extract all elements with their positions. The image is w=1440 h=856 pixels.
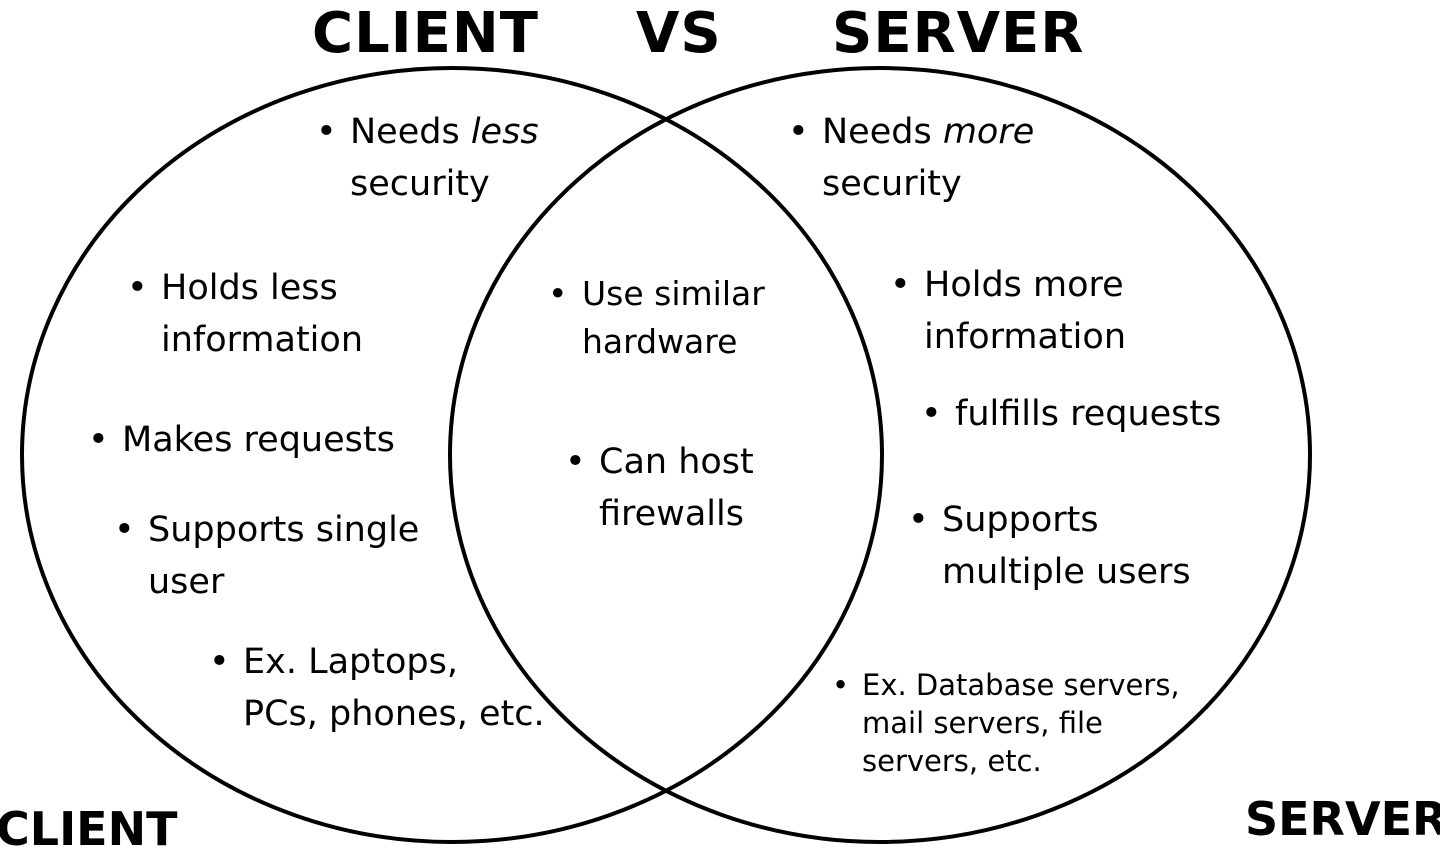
bullet-icon: • — [114, 510, 135, 550]
title-server: SERVER — [832, 1, 1085, 66]
server-supports-item: • Supports multiple users — [908, 494, 1191, 598]
client-security-text: Needs — [350, 112, 471, 152]
bullet-icon: • — [316, 112, 337, 152]
bullet-icon: • — [908, 500, 929, 540]
server-fulfills-item: • fulfills requests — [921, 388, 1222, 440]
client-supports-line1: Supports single — [148, 510, 420, 550]
server-examples-item: • Ex. Database servers, mail servers, fi… — [832, 666, 1180, 780]
bullet-icon: • — [127, 268, 148, 308]
server-holds-item: • Holds more information — [890, 259, 1127, 363]
server-examples-line3: servers, etc. — [862, 744, 1042, 778]
bullet-icon: • — [788, 112, 809, 152]
title-vs: VS — [636, 1, 722, 66]
both-hardware-line1: Use similar — [582, 274, 765, 313]
client-requests-line1: Makes requests — [122, 420, 395, 460]
client-supports-line2: user — [148, 562, 225, 602]
bullet-icon: • — [921, 394, 942, 434]
server-supports-line1: Supports — [942, 500, 1099, 540]
server-examples-line1: Ex. Database servers, — [862, 668, 1180, 702]
client-security-item: • Needs less security — [316, 106, 539, 210]
bullet-icon: • — [890, 265, 911, 305]
server-security-emphasis: more — [942, 112, 1035, 152]
client-examples-line2: PCs, phones, etc. — [243, 694, 545, 734]
corner-label-client: CLIENT — [0, 802, 178, 856]
server-security-line2: security — [822, 164, 962, 204]
client-examples-line1: Ex. Laptops, — [243, 642, 458, 682]
client-circle — [20, 66, 884, 844]
corner-label-server: SERVER — [1245, 792, 1440, 846]
client-holds-line2: information — [161, 320, 364, 360]
client-requests-item: • Makes requests — [88, 414, 395, 466]
client-examples-item: • Ex. Laptops, PCs, phones, etc. — [209, 636, 545, 740]
bullet-icon: • — [565, 442, 586, 482]
server-holds-line2: information — [924, 317, 1127, 357]
bullet-icon: • — [88, 420, 109, 460]
client-security-emphasis: less — [470, 112, 539, 152]
server-circle — [448, 66, 1312, 844]
both-firewalls-line2: firewalls — [599, 494, 744, 534]
client-security-line2: security — [350, 164, 490, 204]
server-holds-line1: Holds more — [924, 265, 1124, 305]
both-firewalls-item: • Can host firewalls — [565, 436, 754, 540]
server-supports-line2: multiple users — [942, 552, 1191, 592]
bullet-icon: • — [832, 668, 850, 702]
client-supports-item: • Supports single user — [114, 504, 420, 608]
server-security-item: • Needs more security — [788, 106, 1035, 210]
both-hardware-item: • Use similar hardware — [548, 270, 765, 366]
server-security-text: Needs — [822, 112, 943, 152]
bullet-icon: • — [209, 642, 230, 682]
server-examples-line2: mail servers, file — [862, 706, 1103, 740]
client-holds-line1: Holds less — [161, 268, 338, 308]
both-firewalls-line1: Can host — [599, 442, 754, 482]
bullet-icon: • — [548, 274, 568, 313]
both-hardware-line2: hardware — [582, 322, 738, 361]
server-fulfills-line1: fulfills requests — [955, 394, 1222, 434]
client-holds-item: • Holds less information — [127, 262, 364, 366]
title-client: CLIENT — [312, 1, 539, 66]
